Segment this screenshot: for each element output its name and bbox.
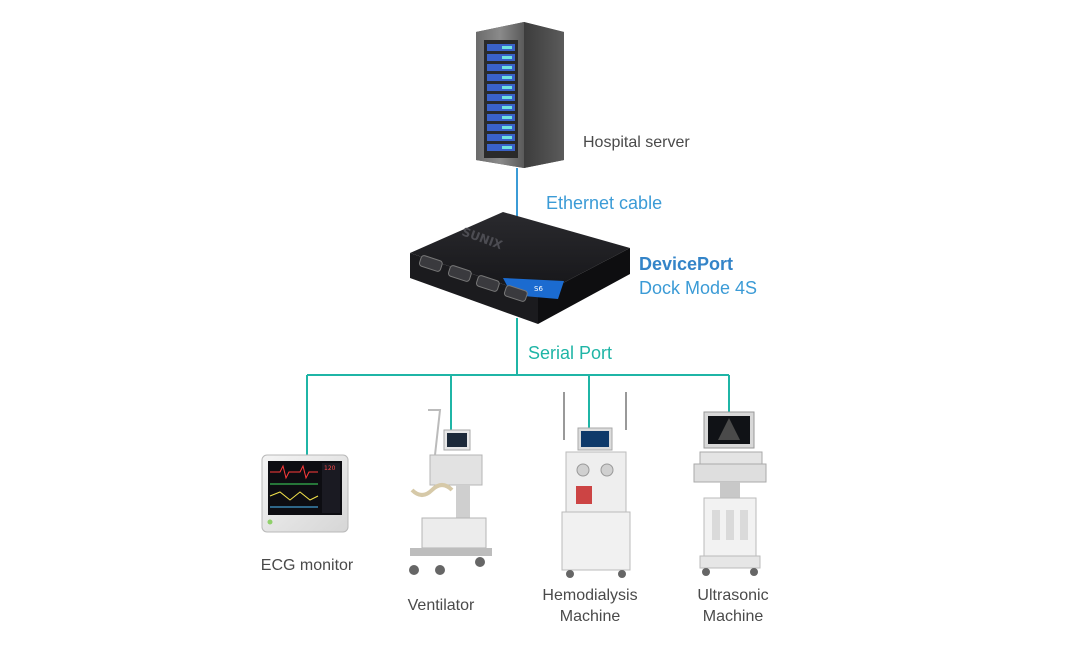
ecg-monitor-label: ECG monitor — [260, 557, 354, 574]
dock-model-label: Dock Mode 4S — [639, 278, 758, 298]
ethernet-cable-label: Ethernet cable — [546, 193, 663, 213]
ultrasonic-label-line2: Machine — [702, 608, 764, 625]
serial-port-lines — [306, 318, 730, 455]
ecg-screen-value: 120 — [324, 465, 336, 472]
ventilator-label: Ventilator — [407, 597, 475, 614]
dock-badge-text: S6 — [534, 285, 543, 293]
hemodialysis-machine-icon — [561, 392, 631, 578]
serial-port-label: Serial Port — [528, 343, 613, 363]
ventilator-icon — [409, 409, 492, 575]
ultrasonic-label-line1: Ultrasonic — [697, 587, 769, 604]
hospital-server-label: Hospital server — [583, 134, 690, 151]
deviceport-title: DevicePort — [639, 254, 734, 274]
dock-device-icon: SUNIX — [410, 212, 630, 324]
server-rack-icon — [476, 22, 564, 168]
ultrasonic-machine-icon — [693, 411, 767, 576]
ecg-monitor-icon — [261, 454, 349, 533]
hemodialysis-label-line1: Hemodialysis — [542, 587, 638, 604]
hemodialysis-label-line2: Machine — [559, 608, 621, 625]
